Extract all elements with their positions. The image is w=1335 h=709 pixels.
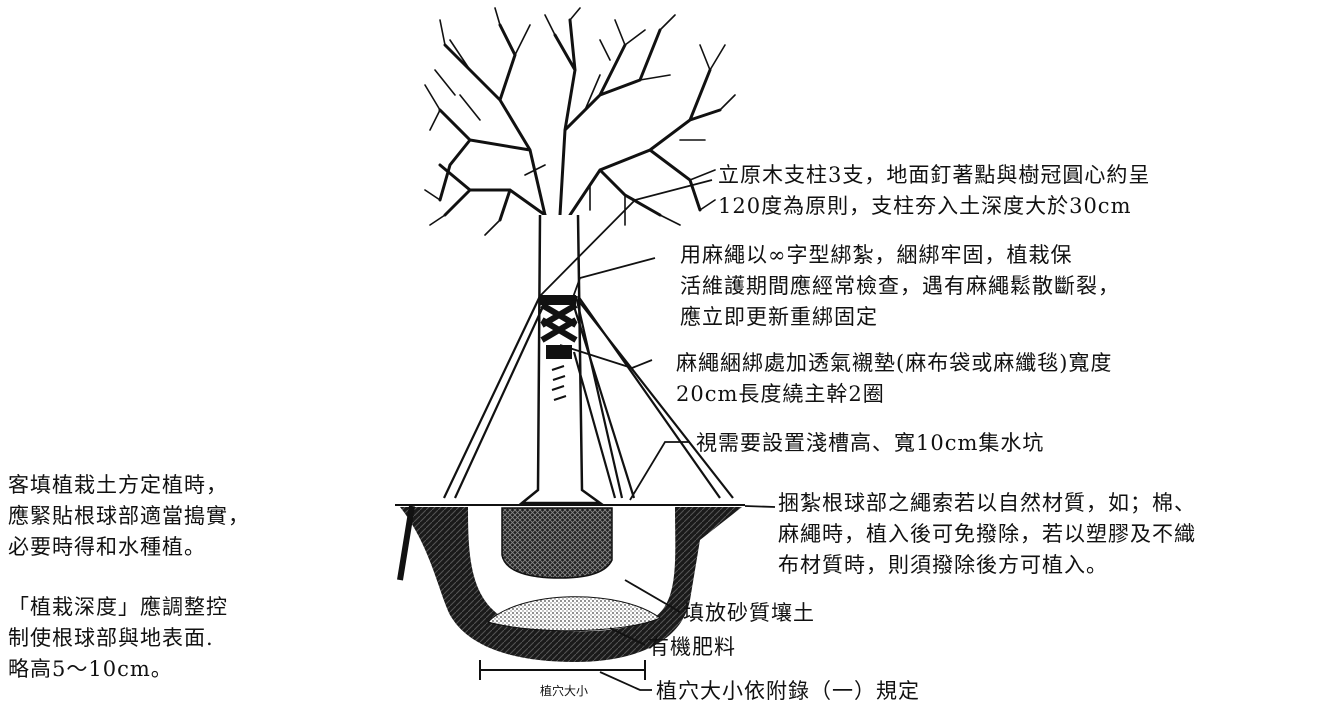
support-stakes (443, 295, 734, 499)
tree-crown (438, 18, 722, 222)
stake-note: 立原木支柱3支，地面釘著點與樹冠圓心約呈 120度為原則，支柱夯入土深度大於30… (718, 160, 1150, 222)
depth-line-1: 「植栽深度」應調整控 (8, 595, 228, 619)
pit-size-dim-label: 植穴大小 (540, 684, 589, 698)
pit-size-rule-label: 植穴大小依附錄（一）規定 (656, 679, 920, 703)
depth-note: 「植栽深度」應調整控 制使根球部與地表面. 略高5～10cm。 (8, 592, 228, 685)
rootball-rope-line-1: 捆紮根球部之繩索若以自然材質，如；棉、 (778, 491, 1196, 515)
backfill-line-1: 客填植栽土方定植時， (8, 473, 228, 497)
fertilizer-label: 有機肥料 (648, 635, 736, 659)
backfill-line-3: 必要時得和水種植。 (8, 535, 206, 559)
stake-note-line-1: 立原木支柱3支，地面釘著點與樹冠圓心約呈 (718, 163, 1151, 187)
pit-size-dimension (479, 660, 646, 680)
leader-lines (539, 179, 776, 691)
rope-note: 用麻繩以∞字型綁紮，綑綁牢固，植栽保 活維護期間應經常檢查，遇有麻繩鬆散斷裂， … (680, 240, 1120, 333)
root-ball (501, 507, 613, 579)
backfill-note: 客填植栽土方定植時， 應緊貼根球部適當搗實， 必要時得和水種植。 (8, 470, 250, 563)
rope-note-line-1: 用麻繩以∞字型綁紮，綑綁牢固，植栽保 (680, 243, 1073, 267)
pad-note-line-2: 20cm長度繞主幹2圈 (676, 382, 885, 406)
rootball-rope-line-2: 麻繩時，植入後可免撥除，若以塑膠及不織 (778, 522, 1196, 546)
backfill-line-2: 應緊貼根球部適當搗實， (8, 504, 250, 528)
rootball-rope-line-3: 布材質時，則須撥除後方可植入。 (778, 553, 1108, 577)
rope-binding (540, 295, 578, 359)
organic-fertilizer (487, 596, 661, 632)
stake-note-line-2: 120度為原則，支柱夯入土深度大於30cm (718, 194, 1132, 218)
pad-note-line-1: 麻繩綑綁處加透氣襯墊(麻布袋或麻纖毯)寬度 (676, 351, 1113, 375)
planting-pit (400, 507, 742, 662)
rootball-rope-note: 捆紮根球部之繩索若以自然材質，如；棉、 麻繩時，植入後可免撥除，若以塑膠及不織 … (778, 488, 1196, 581)
pad-note: 麻繩綑綁處加透氣襯墊(麻布袋或麻纖毯)寬度 20cm長度繞主幹2圈 (676, 348, 1112, 410)
depth-line-2: 制使根球部與地表面. (8, 626, 214, 650)
rope-note-line-3: 應立即更新重綁固定 (680, 305, 878, 329)
sandy-soil-label: 填放砂質壤土 (683, 601, 815, 625)
depth-line-3: 略高5～10cm。 (8, 657, 173, 681)
rope-note-line-2: 活維護期間應經常檢查，遇有麻繩鬆散斷裂， (680, 274, 1120, 298)
basin-note: 視需要設置淺槽高、寬10cm集水坑 (696, 431, 1045, 455)
